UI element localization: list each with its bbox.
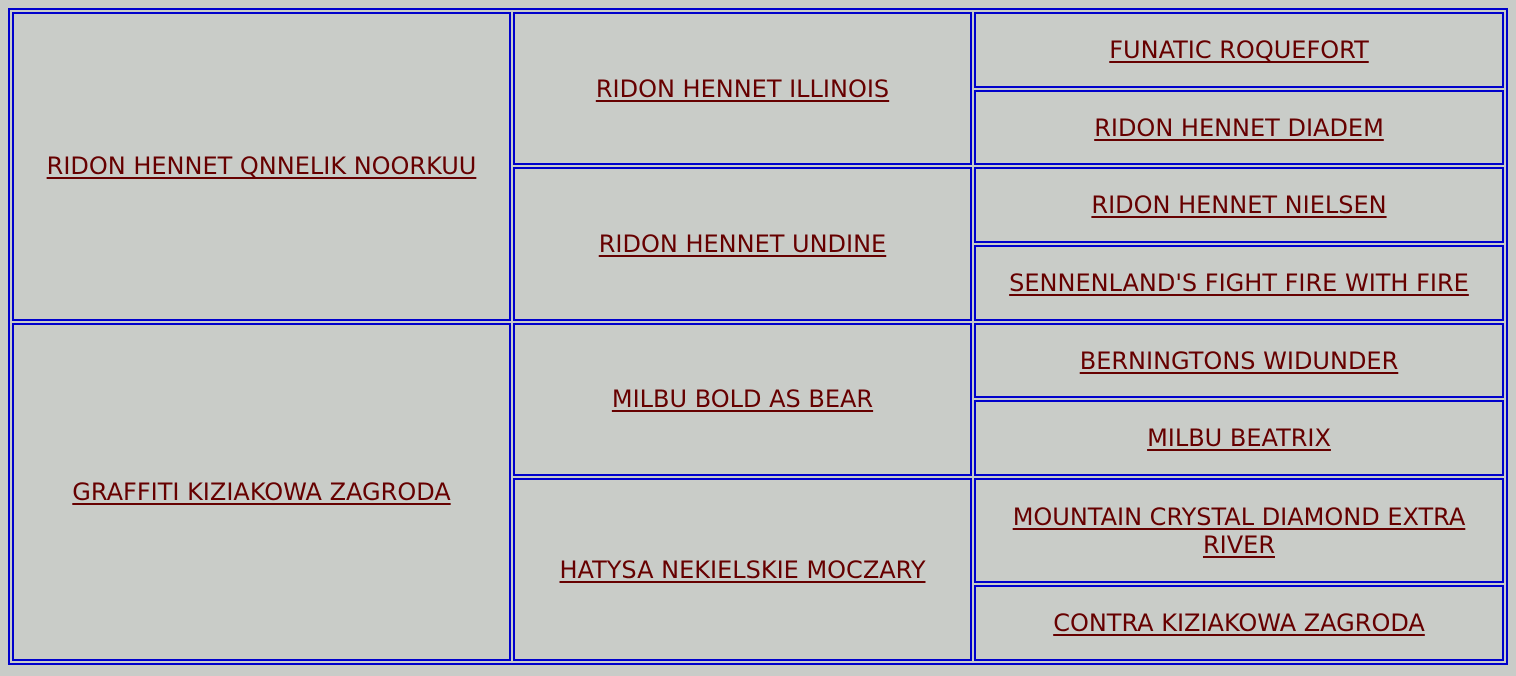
grandparent-link-3[interactable]: MILBU BOLD AS BEAR	[611, 385, 874, 414]
great-grandparent-link-8[interactable]: CONTRA KIZIAKOWA ZAGRODA	[1053, 609, 1425, 638]
grandparent-cell-1: RIDON HENNET ILLINOIS	[513, 12, 972, 166]
great-grandparent-cell-4: SENNENLAND'S FIGHT FIRE WITH FIRE	[974, 245, 1504, 321]
pedigree-row: CONTRA KIZIAKOWA ZAGRODA	[12, 585, 1504, 661]
pedigree-row: RIDON HENNET DIADEM	[12, 89, 1504, 166]
great-grandparent-link-6[interactable]: MILBU BEATRIX	[1147, 424, 1331, 453]
great-grandparent-cell-5: BERNINGTONS WIDUNDER	[974, 322, 1504, 399]
great-grandparent-link-4[interactable]: SENNENLAND'S FIGHT FIRE WITH FIRE	[1009, 268, 1469, 297]
great-grandparent-link-1[interactable]: FUNATIC ROQUEFORT	[1109, 35, 1369, 64]
great-grandparent-cell-1: FUNATIC ROQUEFORT	[974, 12, 1504, 88]
parent-cell-dam: GRAFFITI KIZIAKOWA ZAGRODA	[12, 322, 511, 661]
grandparent-cell-2: RIDON HENNET UNDINE	[513, 167, 972, 321]
parent-link-sire[interactable]: RIDON HENNET QNNELIK NOORKUU	[46, 152, 477, 181]
pedigree-row: SENNENLAND'S FIGHT FIRE WITH FIRE	[12, 245, 1504, 321]
grandparent-link-2[interactable]: RIDON HENNET UNDINE	[598, 230, 887, 259]
great-grandparent-cell-6: MILBU BEATRIX	[974, 400, 1504, 477]
grandparent-cell-3: MILBU BOLD AS BEAR	[513, 322, 972, 477]
great-grandparent-cell-3: RIDON HENNET NIELSEN	[974, 167, 1504, 244]
grandparent-link-4[interactable]: HATYSA NEKIELSKIE MOCZARY	[559, 555, 926, 584]
grandparent-link-1[interactable]: RIDON HENNET ILLINOIS	[595, 74, 890, 103]
great-grandparent-link-5[interactable]: BERNINGTONS WIDUNDER	[1079, 346, 1399, 375]
pedigree-row: GRAFFITI KIZIAKOWA ZAGRODA MILBU BOLD AS…	[12, 322, 1504, 661]
great-grandparent-link-2[interactable]: RIDON HENNET DIADEM	[1094, 113, 1384, 142]
pedigree-row: HATYSA NEKIELSKIE MOCZARY MOUNTAIN CRYST…	[12, 478, 1504, 661]
great-grandparent-cell-7: MOUNTAIN CRYSTAL DIAMOND EXTRA RIVER	[974, 478, 1504, 584]
great-grandparent-cell-2: RIDON HENNET DIADEM	[974, 89, 1504, 166]
great-grandparent-cell-8: CONTRA KIZIAKOWA ZAGRODA	[974, 585, 1504, 661]
grandparent-cell-4: HATYSA NEKIELSKIE MOCZARY	[513, 478, 972, 661]
parent-link-dam[interactable]: GRAFFITI KIZIAKOWA ZAGRODA	[72, 477, 451, 506]
pedigree-row: RIDON HENNET QNNELIK NOORKUU RIDON HENNE…	[12, 12, 1504, 321]
great-grandparent-link-7[interactable]: MOUNTAIN CRYSTAL DIAMOND EXTRA RIVER	[1012, 502, 1466, 559]
great-grandparent-link-3[interactable]: RIDON HENNET NIELSEN	[1091, 191, 1387, 220]
pedigree-row: MILBU BEATRIX	[12, 400, 1504, 477]
parent-cell-sire: RIDON HENNET QNNELIK NOORKUU	[12, 12, 511, 321]
pedigree-row: RIDON HENNET UNDINE RIDON HENNET NIELSEN	[12, 167, 1504, 321]
pedigree-table: RIDON HENNET QNNELIK NOORKUU RIDON HENNE…	[8, 8, 1508, 665]
